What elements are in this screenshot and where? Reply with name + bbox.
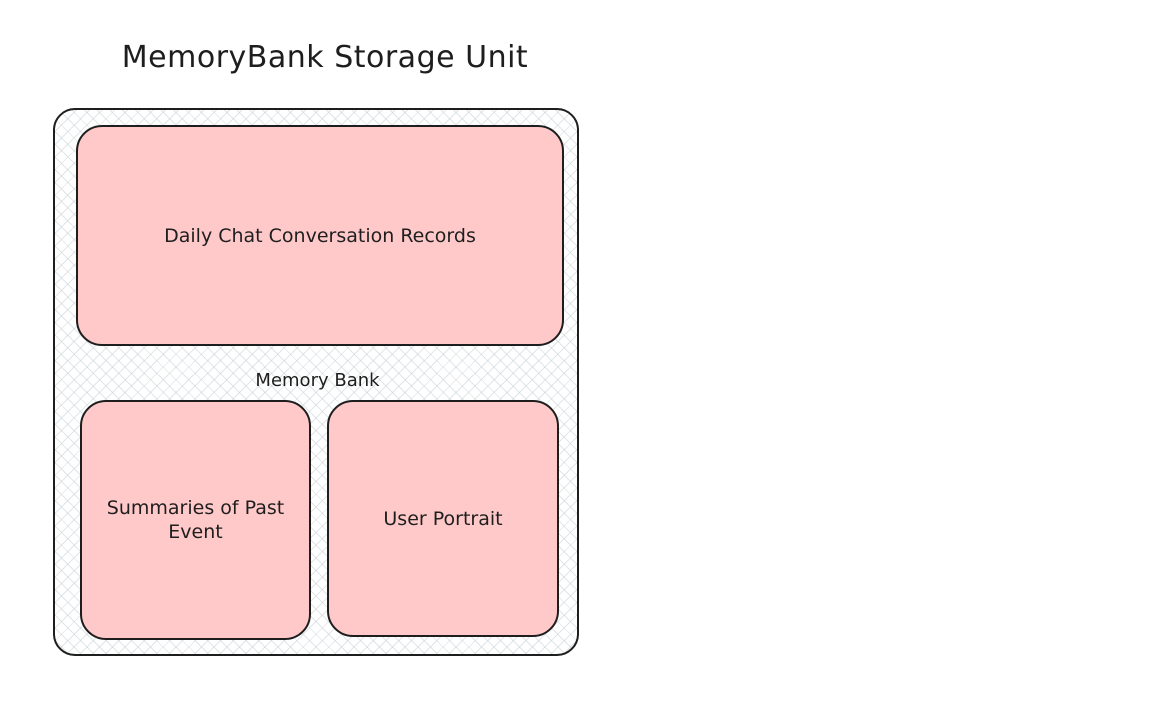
summaries-past-event-label: Summaries of Past Event bbox=[106, 497, 285, 543]
daily-chat-records-node[interactable]: Daily Chat Conversation Records bbox=[76, 125, 564, 346]
user-portrait-label: User Portrait bbox=[383, 507, 503, 530]
daily-chat-records-label: Daily Chat Conversation Records bbox=[164, 224, 476, 247]
diagram-title: MemoryBank Storage Unit bbox=[121, 40, 529, 75]
memory-bank-label: Memory Bank bbox=[255, 370, 380, 391]
summaries-past-event-node[interactable]: Summaries of Past Event bbox=[80, 400, 311, 640]
user-portrait-node[interactable]: User Portrait bbox=[327, 400, 559, 637]
